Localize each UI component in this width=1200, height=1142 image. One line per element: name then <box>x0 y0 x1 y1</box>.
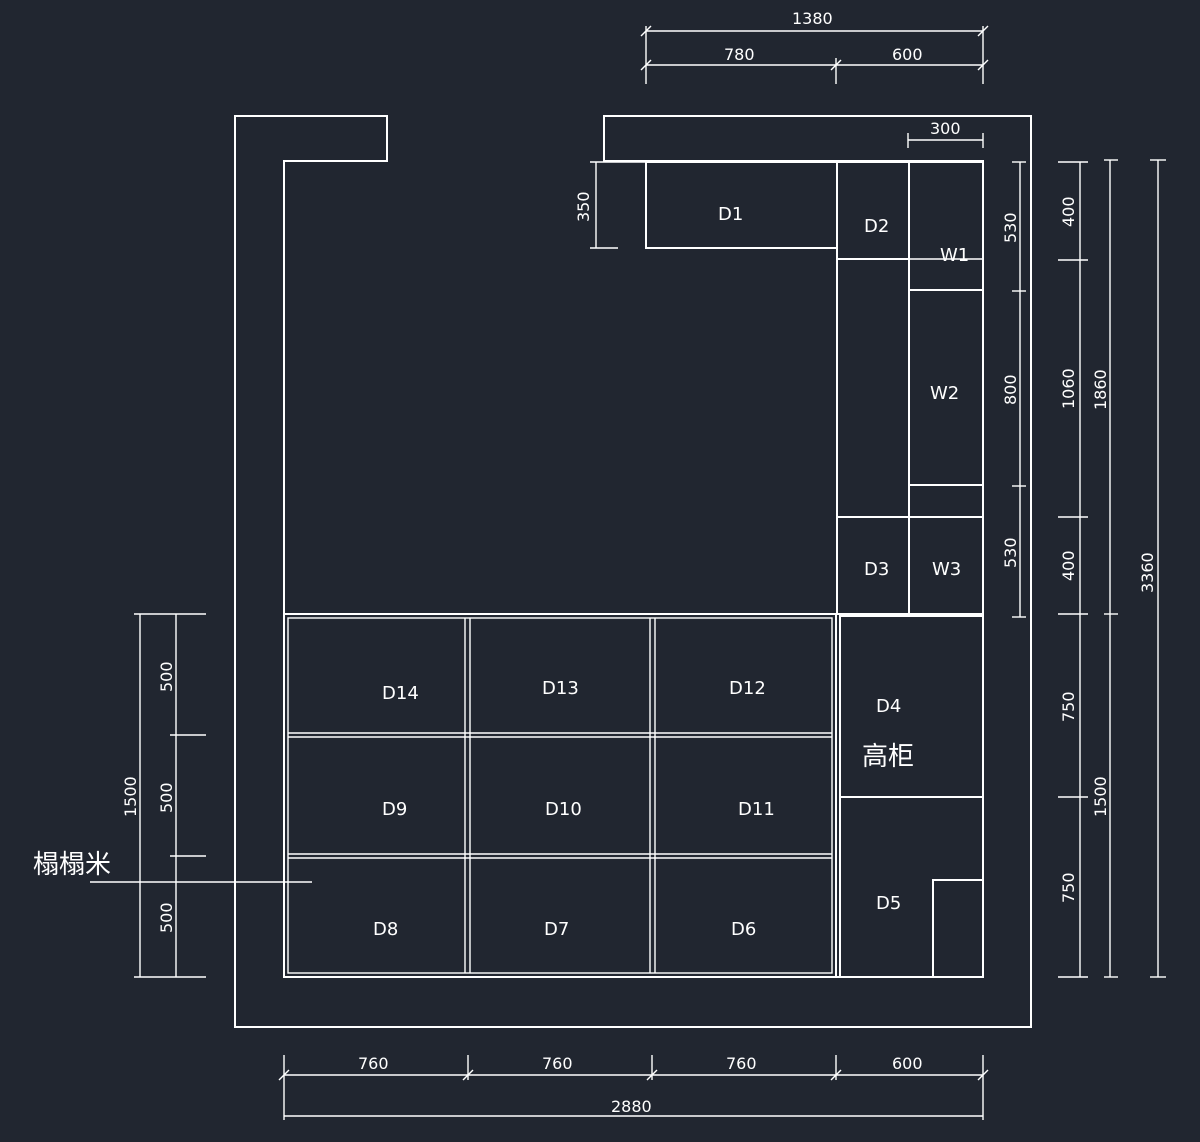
dimension-right-2 <box>1058 161 1088 978</box>
dimension-right-4 <box>1150 159 1166 978</box>
dim-r2-1060: 1060 <box>1059 368 1078 409</box>
dim-bottom-total: 2880 <box>611 1097 652 1116</box>
dim-right-530a: 530 <box>1001 212 1020 243</box>
dim-left-500c: 500 <box>157 902 176 933</box>
dim-bottom-760a: 760 <box>358 1054 389 1073</box>
dim-r4-3360: 3360 <box>1138 552 1157 593</box>
dimension-top <box>640 25 989 148</box>
label-w1: W1 <box>940 245 969 266</box>
label-tatami: 榻榻米 <box>33 850 111 880</box>
cabinet-d5 <box>839 796 984 978</box>
dim-r3-1500: 1500 <box>1091 776 1110 817</box>
dim-top-300: 300 <box>930 119 961 138</box>
dim-right-530b: 530 <box>1001 537 1020 568</box>
dim-bottom-760c: 760 <box>726 1054 757 1073</box>
label-d14: D14 <box>382 683 419 704</box>
wardrobe-w3 <box>908 516 984 615</box>
label-w2: W2 <box>930 383 959 404</box>
label-d4-tall-cabinet: 高柜 <box>862 742 914 772</box>
dim-left-500b: 500 <box>157 782 176 813</box>
label-d3: D3 <box>864 559 889 580</box>
label-d9: D9 <box>382 799 407 820</box>
dimension-d1-depth <box>590 161 646 249</box>
dimension-right-3 <box>1104 159 1118 978</box>
dim-d1-350: 350 <box>574 191 593 222</box>
wall-outline-outer <box>234 115 1032 1028</box>
dim-r3-1860: 1860 <box>1091 369 1110 410</box>
dim-r2-750a: 750 <box>1059 691 1078 722</box>
dim-r2-750b: 750 <box>1059 872 1078 903</box>
label-d2: D2 <box>864 216 889 237</box>
dimension-left <box>134 613 206 978</box>
dimension-right-1 <box>1012 161 1026 618</box>
label-d11: D11 <box>738 799 775 820</box>
dim-top-780: 780 <box>724 45 755 64</box>
cabinet-d2 <box>836 161 910 260</box>
dim-top-total: 1380 <box>792 9 833 28</box>
dim-left-500a: 500 <box>157 661 176 692</box>
label-d5: D5 <box>876 893 901 914</box>
label-d1: D1 <box>718 204 743 225</box>
tatami-grid-lines <box>288 618 832 973</box>
dim-r2-400b: 400 <box>1059 550 1078 581</box>
dim-right-800: 800 <box>1001 374 1020 405</box>
tatami-inner-frame <box>287 617 833 974</box>
dim-bottom-600: 600 <box>892 1054 923 1073</box>
label-d6: D6 <box>731 919 756 940</box>
cabinet-d5-inset <box>932 879 984 978</box>
label-w3: W3 <box>932 559 961 580</box>
dim-bottom-760b: 760 <box>542 1054 573 1073</box>
dim-top-600: 600 <box>892 45 923 64</box>
label-d13: D13 <box>542 678 579 699</box>
tatami-frame <box>283 613 837 978</box>
wardrobe-w1 <box>908 161 984 291</box>
dim-r2-400a: 400 <box>1059 196 1078 227</box>
label-d12: D12 <box>729 678 766 699</box>
label-d7: D7 <box>544 919 569 940</box>
label-d4: D4 <box>876 696 901 717</box>
label-d10: D10 <box>545 799 582 820</box>
label-d8: D8 <box>373 919 398 940</box>
wardrobe-lower-gap <box>908 484 984 518</box>
dim-left-1500: 1500 <box>121 776 140 817</box>
dimension-bottom <box>278 1055 989 1120</box>
